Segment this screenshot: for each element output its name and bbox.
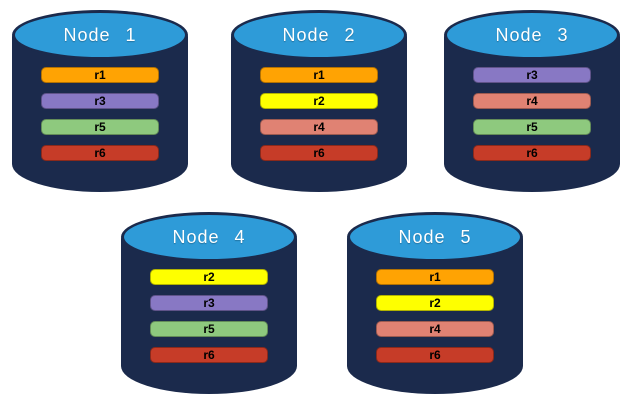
replica-label: r2	[313, 94, 325, 108]
replica-label: r6	[203, 348, 215, 362]
cylinder-body	[121, 237, 297, 394]
node-title: Node 3	[495, 24, 569, 45]
replica-label: r4	[313, 120, 325, 134]
replica-label: r6	[313, 146, 325, 160]
replica-list: r1 r2 r4 r6	[260, 67, 378, 171]
cylinder-body	[347, 237, 523, 394]
replica-label: r5	[526, 120, 538, 134]
node-cylinder-2: Node 2 r1 r2 r4 r6	[231, 10, 407, 192]
cylinder-top: Node 5	[347, 212, 523, 262]
replica-bar: r6	[41, 145, 159, 161]
replica-list: r2 r3 r5 r6	[150, 269, 268, 373]
replica-label: r5	[94, 120, 106, 134]
node-cylinder-3: Node 3 r3 r4 r5 r6	[444, 10, 620, 192]
replica-list: r3 r4 r5 r6	[473, 67, 591, 171]
replica-bar: r6	[260, 145, 378, 161]
replica-bar: r5	[473, 119, 591, 135]
replica-bar: r3	[41, 93, 159, 109]
replica-bar: r1	[41, 67, 159, 83]
cylinder-top: Node 1	[12, 10, 188, 60]
replica-bar: r2	[376, 295, 494, 311]
replica-bar: r1	[376, 269, 494, 285]
cylinder-body	[444, 35, 620, 192]
cylinder-top: Node 3	[444, 10, 620, 60]
replica-label: r3	[526, 68, 538, 82]
replica-bar: r1	[260, 67, 378, 83]
replica-label: r5	[203, 322, 215, 336]
cylinder-body	[12, 35, 188, 192]
cylinder-top: Node 2	[231, 10, 407, 60]
replica-bar: r2	[260, 93, 378, 109]
cylinder-top: Node 4	[121, 212, 297, 262]
replica-list: r1 r3 r5 r6	[41, 67, 159, 171]
replica-label: r6	[94, 146, 106, 160]
replica-label: r4	[429, 322, 441, 336]
replica-label: r3	[203, 296, 215, 310]
replica-bar: r2	[150, 269, 268, 285]
node-cylinder-5: Node 5 r1 r2 r4 r6	[347, 212, 523, 394]
replica-label: r6	[429, 348, 441, 362]
replica-bar: r4	[260, 119, 378, 135]
replica-label: r1	[429, 270, 441, 284]
node-title: Node 2	[282, 24, 356, 45]
replica-label: r6	[526, 146, 538, 160]
node-title: Node 4	[172, 226, 246, 247]
replica-label: r1	[313, 68, 325, 82]
node-title: Node 1	[63, 24, 137, 45]
replica-label: r2	[429, 296, 441, 310]
replica-bar: r5	[41, 119, 159, 135]
replica-label: r2	[203, 270, 215, 284]
replica-bar: r6	[376, 347, 494, 363]
replica-bar: r3	[150, 295, 268, 311]
replica-list: r1 r2 r4 r6	[376, 269, 494, 373]
replica-label: r3	[94, 94, 106, 108]
replica-bar: r4	[473, 93, 591, 109]
replica-bar: r5	[150, 321, 268, 337]
node-cylinder-4: Node 4 r2 r3 r5 r6	[121, 212, 297, 394]
replica-bar: r6	[150, 347, 268, 363]
node-title: Node 5	[398, 226, 472, 247]
replica-label: r4	[526, 94, 538, 108]
replica-bar: r4	[376, 321, 494, 337]
node-cylinder-1: Node 1 r1 r3 r5 r6	[12, 10, 188, 192]
replica-bar: r3	[473, 67, 591, 83]
replica-bar: r6	[473, 145, 591, 161]
replica-label: r1	[94, 68, 106, 82]
cylinder-body	[231, 35, 407, 192]
